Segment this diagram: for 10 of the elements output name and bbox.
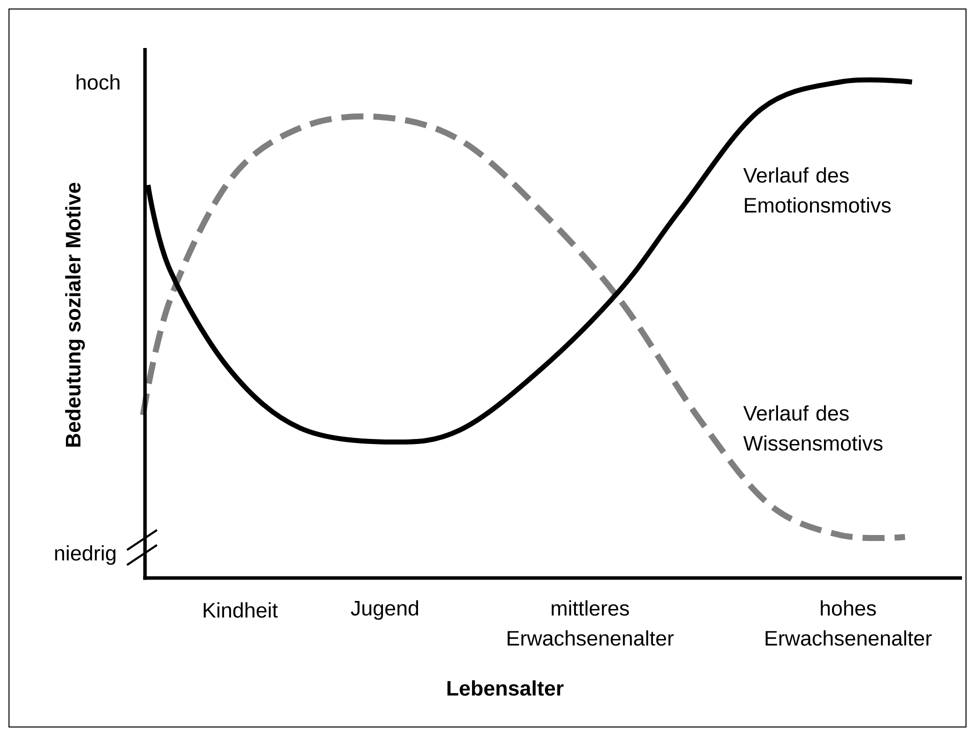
axis-label: niedrig bbox=[55, 545, 116, 565]
axis-label: Jugend bbox=[350, 600, 418, 620]
axis-label: mittleres Erwachsenenalter bbox=[508, 600, 674, 646]
axis-label: Verlauf des Emotionsmotivs bbox=[743, 167, 891, 213]
axis-label: Bedeutung sozialer Motive bbox=[65, 182, 85, 447]
axis-label: hoch bbox=[76, 74, 120, 90]
axis-label: Kindheit bbox=[204, 602, 278, 618]
axis-label: hohes Erwachsenenalter bbox=[766, 600, 932, 646]
axis-label: Lebensalter bbox=[447, 680, 564, 696]
axis-label: Verlauf des Wissensmotivs bbox=[743, 405, 882, 451]
